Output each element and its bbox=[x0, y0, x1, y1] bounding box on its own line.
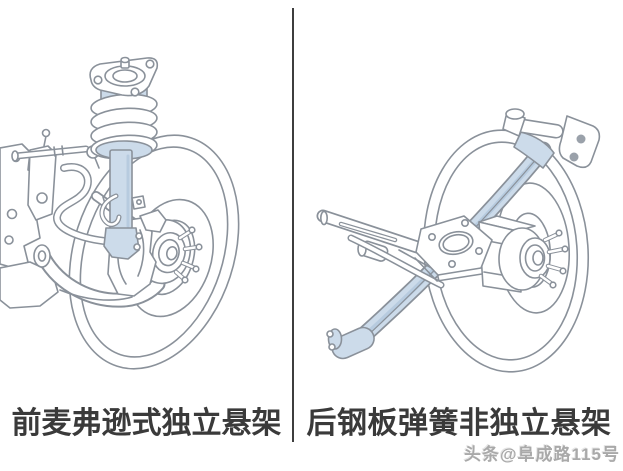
macpherson-strut-illustration bbox=[0, 56, 240, 370]
subframe bbox=[0, 128, 59, 309]
panel-divider bbox=[292, 8, 294, 442]
stabilizer-bar bbox=[53, 163, 130, 250]
shackle-mount bbox=[502, 108, 601, 169]
caption-front-suspension: 前麦弗逊式独立悬架 bbox=[11, 407, 282, 440]
axle-tube bbox=[316, 209, 445, 289]
brake-drum-hub bbox=[478, 215, 569, 293]
spring-front-eye bbox=[326, 326, 375, 360]
watermark: 头条@阜成路115号 bbox=[463, 445, 620, 464]
lower-control-arm bbox=[33, 244, 166, 308]
leaf-spring-illustration bbox=[316, 108, 601, 373]
spring-seat-plate bbox=[414, 215, 493, 282]
strut-top-mount bbox=[89, 56, 159, 97]
coil-spring-strut bbox=[90, 82, 158, 260]
caption-rear-suspension: 后钢板弹簧非独立悬架 bbox=[306, 407, 612, 440]
